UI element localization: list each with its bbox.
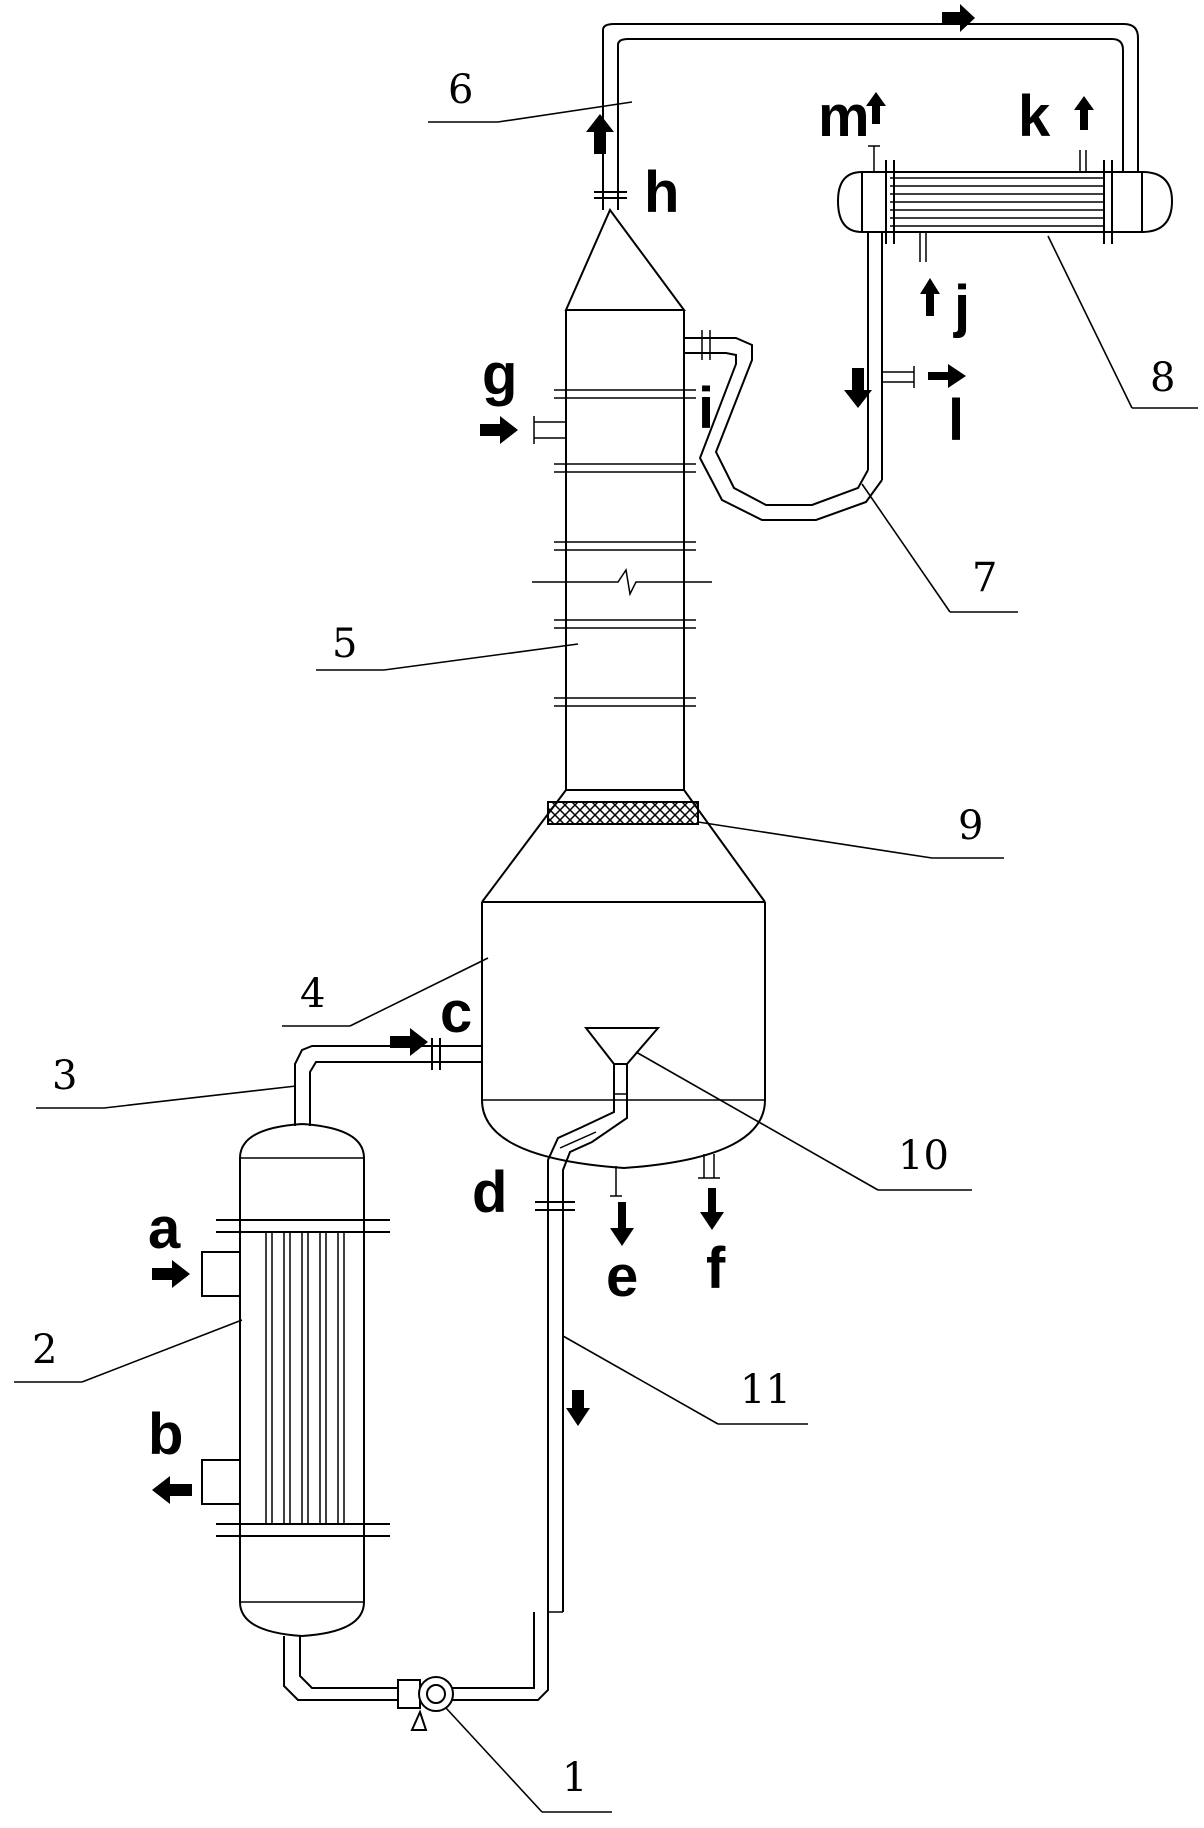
label-port-c: c (440, 980, 473, 1045)
label-port-a: a (148, 1196, 181, 1261)
flow-arrows (152, 4, 1094, 1504)
funnel-10 (535, 1027, 720, 1612)
label-component-7: 7 (972, 555, 998, 601)
label-component-8: 8 (1150, 355, 1176, 401)
label-component-3: 3 (52, 1053, 78, 1099)
label-component-10: 10 (898, 1133, 949, 1179)
label-component-1: 1 (562, 1755, 588, 1801)
label-component-9: 9 (958, 803, 984, 849)
label-port-j: j (954, 274, 971, 339)
label-port-i: i (698, 376, 715, 441)
label-component-5: 5 (332, 621, 358, 667)
leader-lines (14, 101, 1198, 1813)
label-port-d: d (472, 1160, 508, 1225)
heater-2 (201, 1122, 390, 1638)
label-port-m: m (818, 84, 870, 149)
label-port-k: k (1018, 84, 1051, 149)
label-component-4: 4 (300, 971, 326, 1017)
label-port-e: e (606, 1244, 639, 1309)
port-g (533, 416, 566, 444)
pump-1 (397, 1676, 454, 1731)
return-line (283, 1611, 563, 1701)
label-component-6: 6 (448, 67, 474, 113)
label-component-11: 11 (740, 1367, 791, 1413)
reflux-line-7 (684, 232, 915, 521)
label-port-g: g (482, 342, 518, 407)
label-component-2: 2 (32, 1327, 58, 1373)
label-port-h: h (644, 160, 680, 225)
riser-line-3 (294, 1038, 482, 1126)
separation-column (481, 208, 766, 1170)
condenser-8 (836, 145, 1174, 262)
label-port-l: l (948, 388, 965, 453)
label-port-b: b (148, 1402, 184, 1467)
label-port-f: f (706, 1236, 726, 1301)
